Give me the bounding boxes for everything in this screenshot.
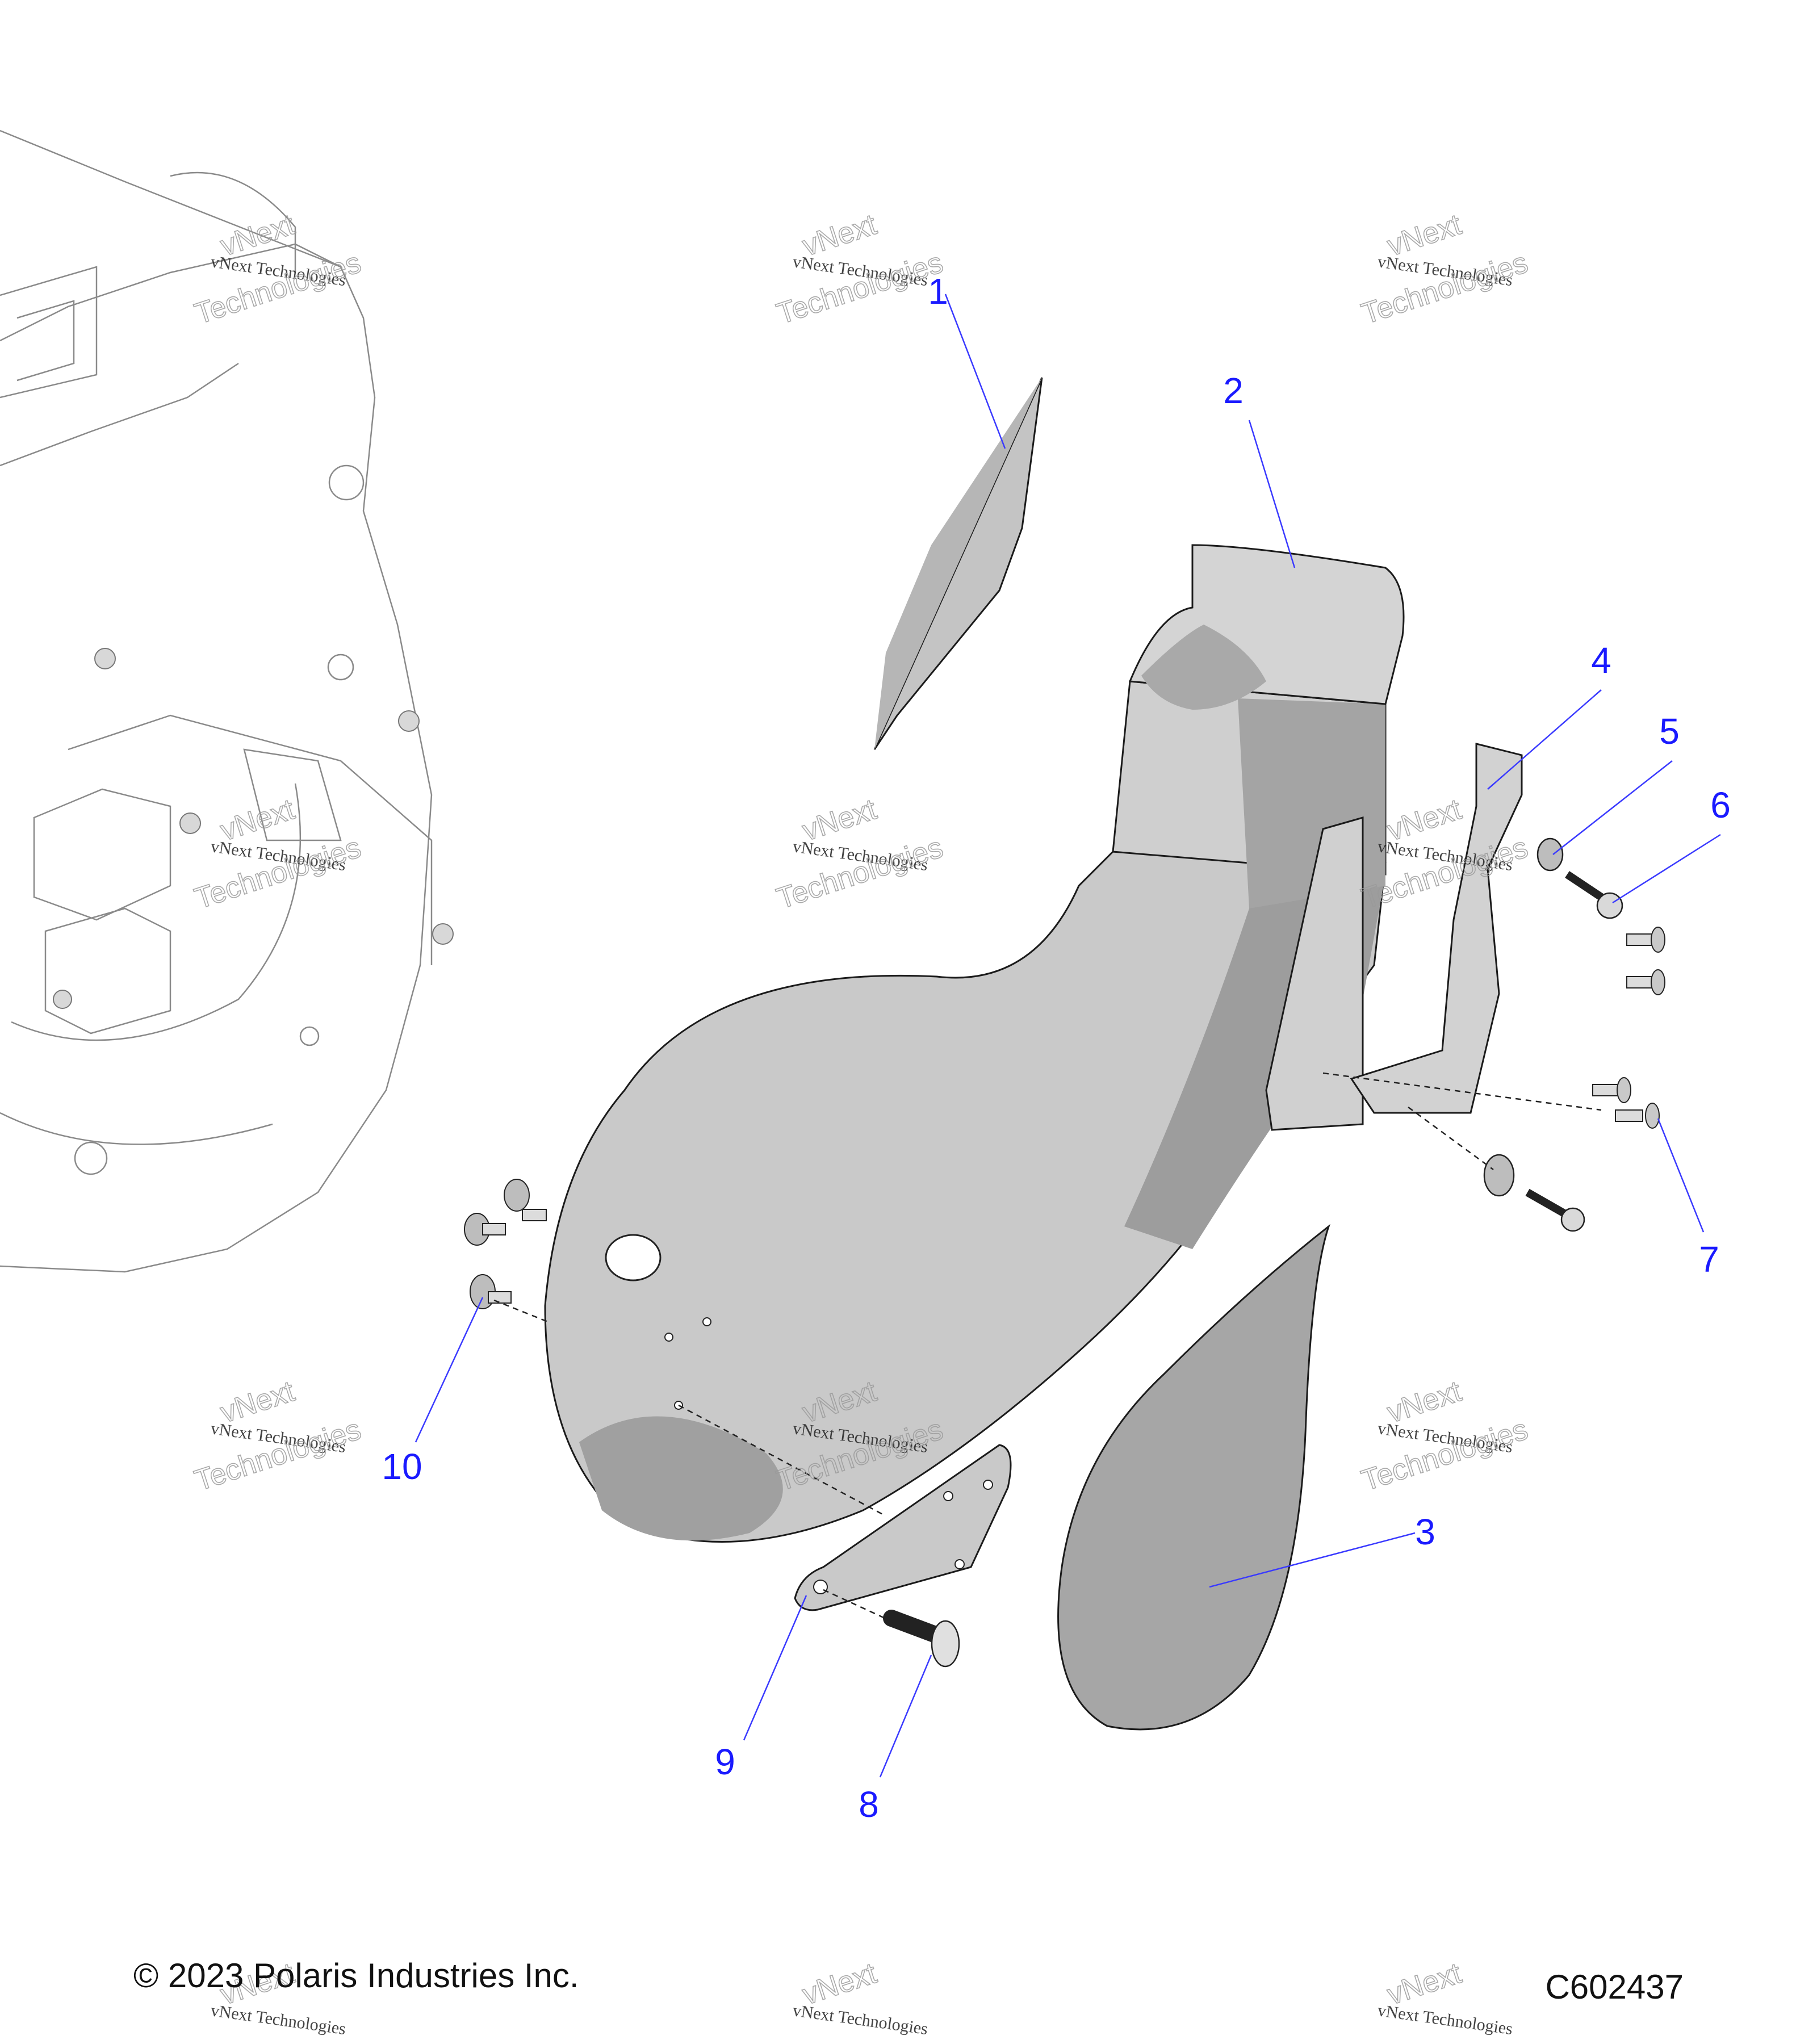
fasteners [464,837,1665,1668]
watermark-text: vNext Technologies [1376,2001,1514,2038]
callout-2: 2 [1223,370,1244,411]
assembly-lines [493,1072,1602,1625]
callout-7: 7 [1699,1239,1719,1280]
callout-8: 8 [859,1784,879,1825]
copyright-text: © 2023 Polaris Industries Inc. [133,1957,579,1995]
watermark-text: vNext Technologies [792,2001,929,2038]
callout-3: 3 [1415,1511,1435,1552]
intake-duct [544,544,1405,1543]
diagram-code: C602437 [1545,1968,1684,2006]
callout-6: 6 [1710,785,1731,826]
watermark-text: vNext Technologies [210,2001,347,2038]
heat-shield-panel-upper [873,377,1043,750]
callout-5: 5 [1659,711,1680,752]
leader-lines [415,294,1721,1778]
callout-labels: 1 2 3 4 5 6 7 8 9 10 [382,271,1730,1825]
engine-outline [0,129,454,1273]
mounting-plate [794,1444,1012,1611]
heat-shield-panel-lower [1057,1224,1331,1731]
callout-1: 1 [928,271,948,312]
duct-bracket [1350,743,1523,1114]
callout-10: 10 [382,1446,422,1487]
callout-9: 9 [715,1741,735,1782]
callout-4: 4 [1591,640,1611,681]
